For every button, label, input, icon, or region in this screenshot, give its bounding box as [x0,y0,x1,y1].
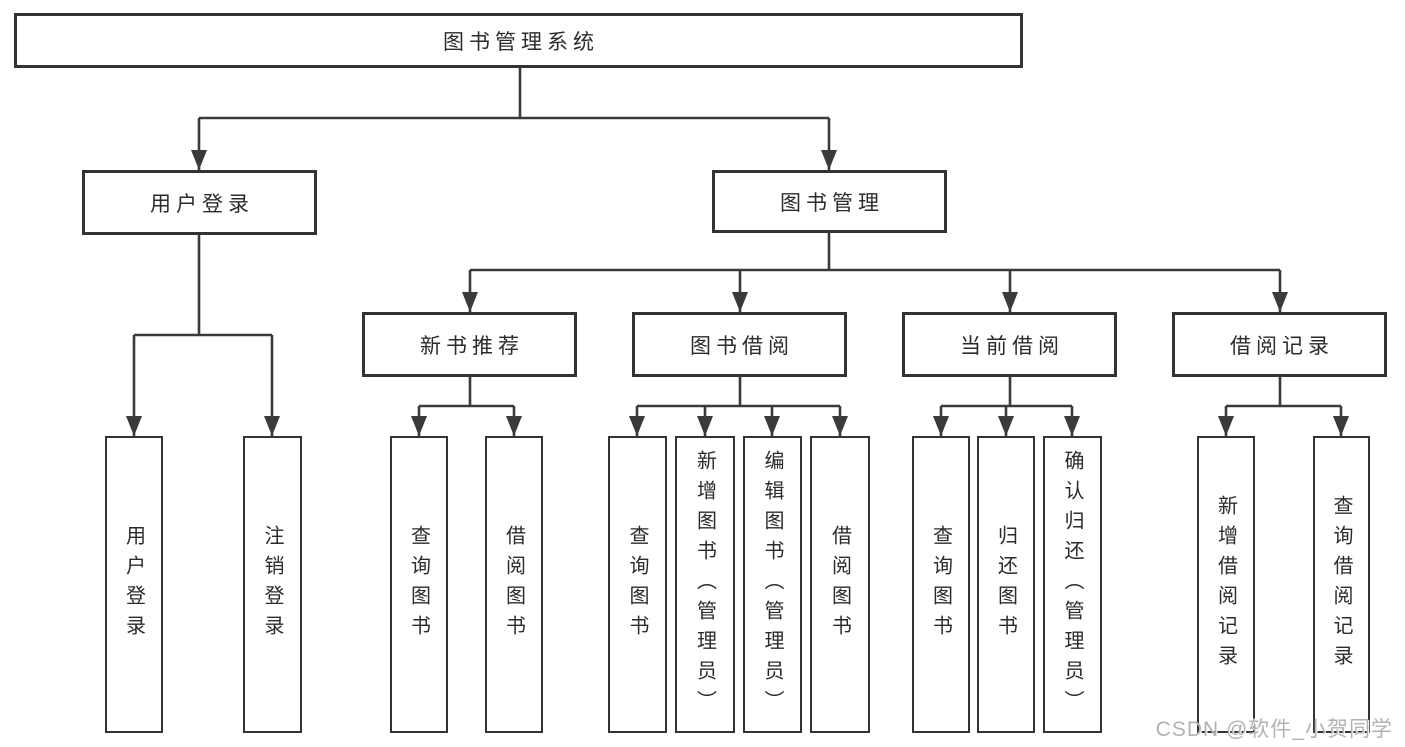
node-leaf-borrow-book: 借阅图书 [485,436,543,733]
node-user-login: 用户登录 [82,170,317,235]
node-leaf-add-borrow-record: 新增借阅记录 [1197,436,1255,733]
node-leaf-query-borrow-record: 查询借阅记录 [1313,436,1370,733]
node-leaf-query-book: 查询图书 [912,436,970,733]
node-current-borrowing: 当前借阅 [902,312,1117,377]
node-leaf-return-book: 归还图书 [977,436,1035,733]
node-new-book-recommend: 新书推荐 [362,312,577,377]
node-leaf-user-login: 用户登录 [105,436,163,733]
node-root-system: 图书管理系统 [14,13,1023,68]
node-leaf-query-book: 查询图书 [608,436,667,733]
connector-arrows [126,118,1349,436]
node-leaf-edit-book-admin: 编辑图书（管理员） [743,436,802,733]
node-leaf-logout: 注销登录 [243,436,302,733]
csdn-watermark: CSDN @软件_小贺同学 [1155,718,1393,741]
node-leaf-add-book-admin: 新增图书（管理员） [675,436,735,733]
node-book-management: 图书管理 [712,170,947,233]
node-leaf-query-book: 查询图书 [390,436,448,733]
node-leaf-confirm-return-admin: 确认归还（管理员） [1043,436,1102,733]
node-borrow-records: 借阅记录 [1172,312,1387,377]
node-book-borrowing: 图书借阅 [632,312,847,377]
node-leaf-borrow-book: 借阅图书 [810,436,870,733]
